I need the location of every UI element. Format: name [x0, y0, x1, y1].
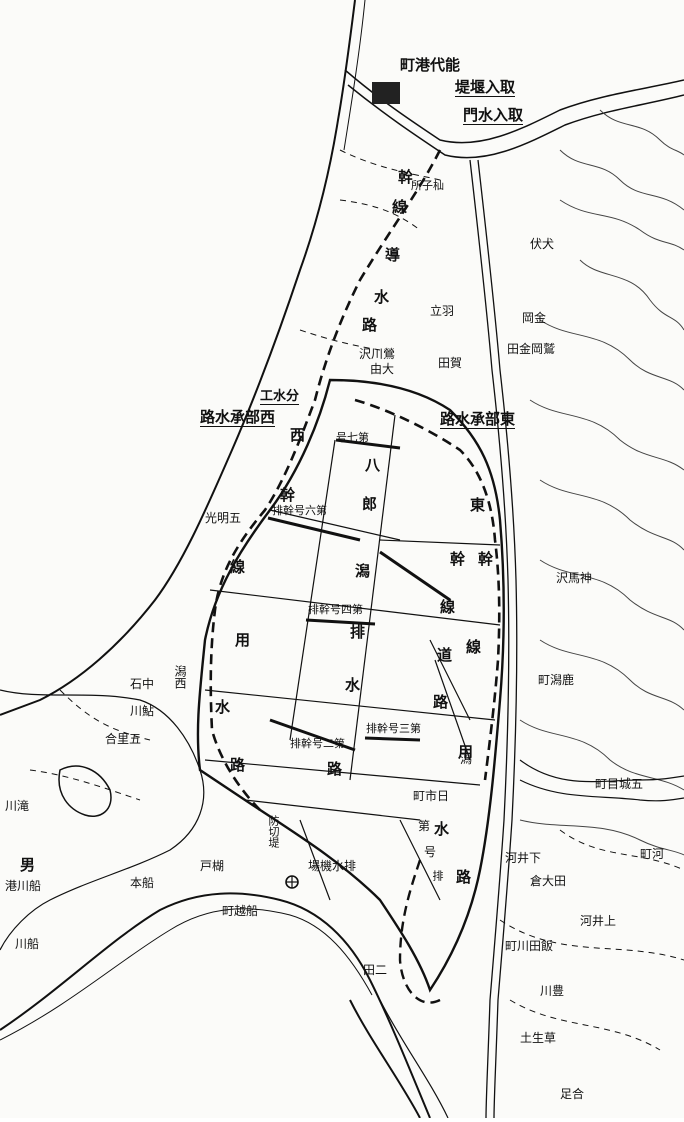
drainage-grid — [204, 414, 501, 901]
kaneoka-label: 岡金 — [522, 311, 547, 325]
west-trunk-char-4: 用 — [235, 631, 251, 649]
west-trunk-char-5: 水 — [215, 698, 231, 716]
drain-3-label: 排幹号三第 — [366, 722, 421, 735]
drain-6-label: 排幹号六第 — [272, 504, 327, 517]
east-char-4: 道 — [437, 646, 453, 664]
eastern-hills — [519, 109, 684, 856]
canal-char-2: 線 — [392, 198, 408, 216]
east-receiving-canal-label: 路水承部東 — [440, 410, 516, 429]
gome-a-label: 潟 — [460, 752, 473, 766]
drain-char-3: 路 — [327, 760, 343, 778]
east-side-char-1: 幹 — [478, 550, 494, 568]
drain-char-1: 排 — [350, 623, 366, 641]
east-main-canal — [354, 398, 501, 781]
hachiro-west-label: 潟西 — [173, 665, 187, 689]
east-char-1: 東 — [470, 496, 486, 514]
yoneshiro-river — [344, 69, 684, 144]
hahaka-label: 田金岡鷲 — [507, 342, 556, 356]
west-shore — [0, 689, 205, 951]
iidagawa-label: 町川田飯 — [505, 939, 554, 953]
drain-4-label: 排幹号四第 — [308, 603, 363, 616]
shimoi-label: 河井下 — [505, 851, 542, 865]
gome-label: 町目城五 — [595, 777, 644, 791]
embankment-label: 防切堤 — [267, 815, 280, 848]
nakadou-label: 川豊 — [540, 984, 565, 998]
east-side-char-3: 用 — [458, 743, 474, 761]
east-char-2: 幹 — [450, 550, 466, 568]
kasumi-label: 田賀 — [438, 356, 463, 370]
kawawa-label: 川鮎 — [130, 704, 155, 718]
oota-label: 倉大田 — [530, 874, 567, 888]
drain-char-2: 水 — [345, 676, 361, 694]
no1-char-9: 水 — [434, 820, 450, 838]
kawataki-label: 川滝 — [5, 799, 30, 813]
diversion-work-label: 工水分 — [260, 389, 300, 405]
east-char-3: 線 — [440, 598, 456, 616]
drain-7-label: 号七第 — [336, 431, 369, 444]
canal-char-3: 導 — [385, 246, 401, 264]
oura2-label: 由大 — [370, 362, 395, 376]
kamikawa-label: 町潟鹿 — [538, 673, 575, 687]
goko-label: 光明五 — [205, 511, 242, 525]
mouth-char: 男 — [20, 856, 36, 874]
west-trunk-char-6: 路 — [230, 756, 246, 774]
hachiro-char-1: 八 — [365, 456, 381, 474]
west-trunk-char-1: 西 — [290, 426, 306, 444]
tachiba-label: 立羽 — [430, 304, 455, 318]
coastline — [0, 0, 356, 716]
funakoshi-label: 町越船 — [222, 904, 259, 918]
hachiro-char-3: 潟 — [355, 562, 371, 580]
kamitsuchi-label: 土生草 — [520, 1031, 557, 1045]
pump-station-label: 場機水排 — [308, 859, 357, 873]
noshiro-town-block — [372, 82, 400, 104]
ashi-label: 足合 — [560, 1087, 585, 1101]
drain-2-label: 排幹号二第 — [290, 737, 345, 750]
intake-gate-label: 門水入取 — [463, 106, 524, 125]
kamisawa-label: 沢馬神 — [556, 571, 593, 585]
sakurahata-label: 所子杣 — [411, 179, 444, 192]
west-main-canal — [209, 149, 442, 811]
east-char-5: 路 — [433, 693, 449, 711]
east-side-char-2: 線 — [466, 638, 482, 656]
east-trunk-road — [469, 159, 510, 1119]
hori-label: 戸楜 — [200, 859, 225, 873]
west-trunk-char-2: 幹 — [280, 486, 296, 504]
canal-char-4: 水 — [374, 288, 390, 306]
noshiro-port-label: 町港代能 — [400, 56, 461, 74]
oura-label: 沢川鶯 — [359, 347, 396, 361]
west-receiving-canal-label: 路水承部西 — [200, 408, 276, 427]
hachiro-char-2: 郎 — [362, 495, 378, 513]
hibika-label: 町市日 — [413, 789, 450, 803]
intake-weir-label: 堤堰入取 — [455, 78, 516, 97]
honfune-label: 本船 — [130, 876, 155, 890]
no1-drain-label: 排 — [431, 870, 444, 881]
funakawa-label: 港川船 — [5, 879, 42, 893]
fusumi-label: 伏犬 — [530, 237, 555, 251]
canal-char-5: 路 — [362, 316, 378, 334]
canal-char-1: 幹 — [398, 168, 414, 186]
south-shore — [0, 892, 431, 1119]
ishinaka-label: 石中 — [130, 677, 155, 691]
pump-station-icon — [285, 875, 299, 889]
west-trunk-char-3: 線 — [230, 558, 246, 576]
kawabata-label: 町河 — [640, 847, 665, 861]
no1-char-8: 路 — [456, 868, 472, 886]
funakawa2-label: 川船 — [15, 937, 40, 951]
nimori-label: 田二 — [363, 963, 388, 977]
ijou-label: 河井上 — [580, 914, 617, 928]
gorizato-label: 合里五 — [105, 732, 142, 746]
no1-char-3: 号 — [424, 845, 437, 859]
no1-char-1: 第 — [418, 819, 431, 833]
